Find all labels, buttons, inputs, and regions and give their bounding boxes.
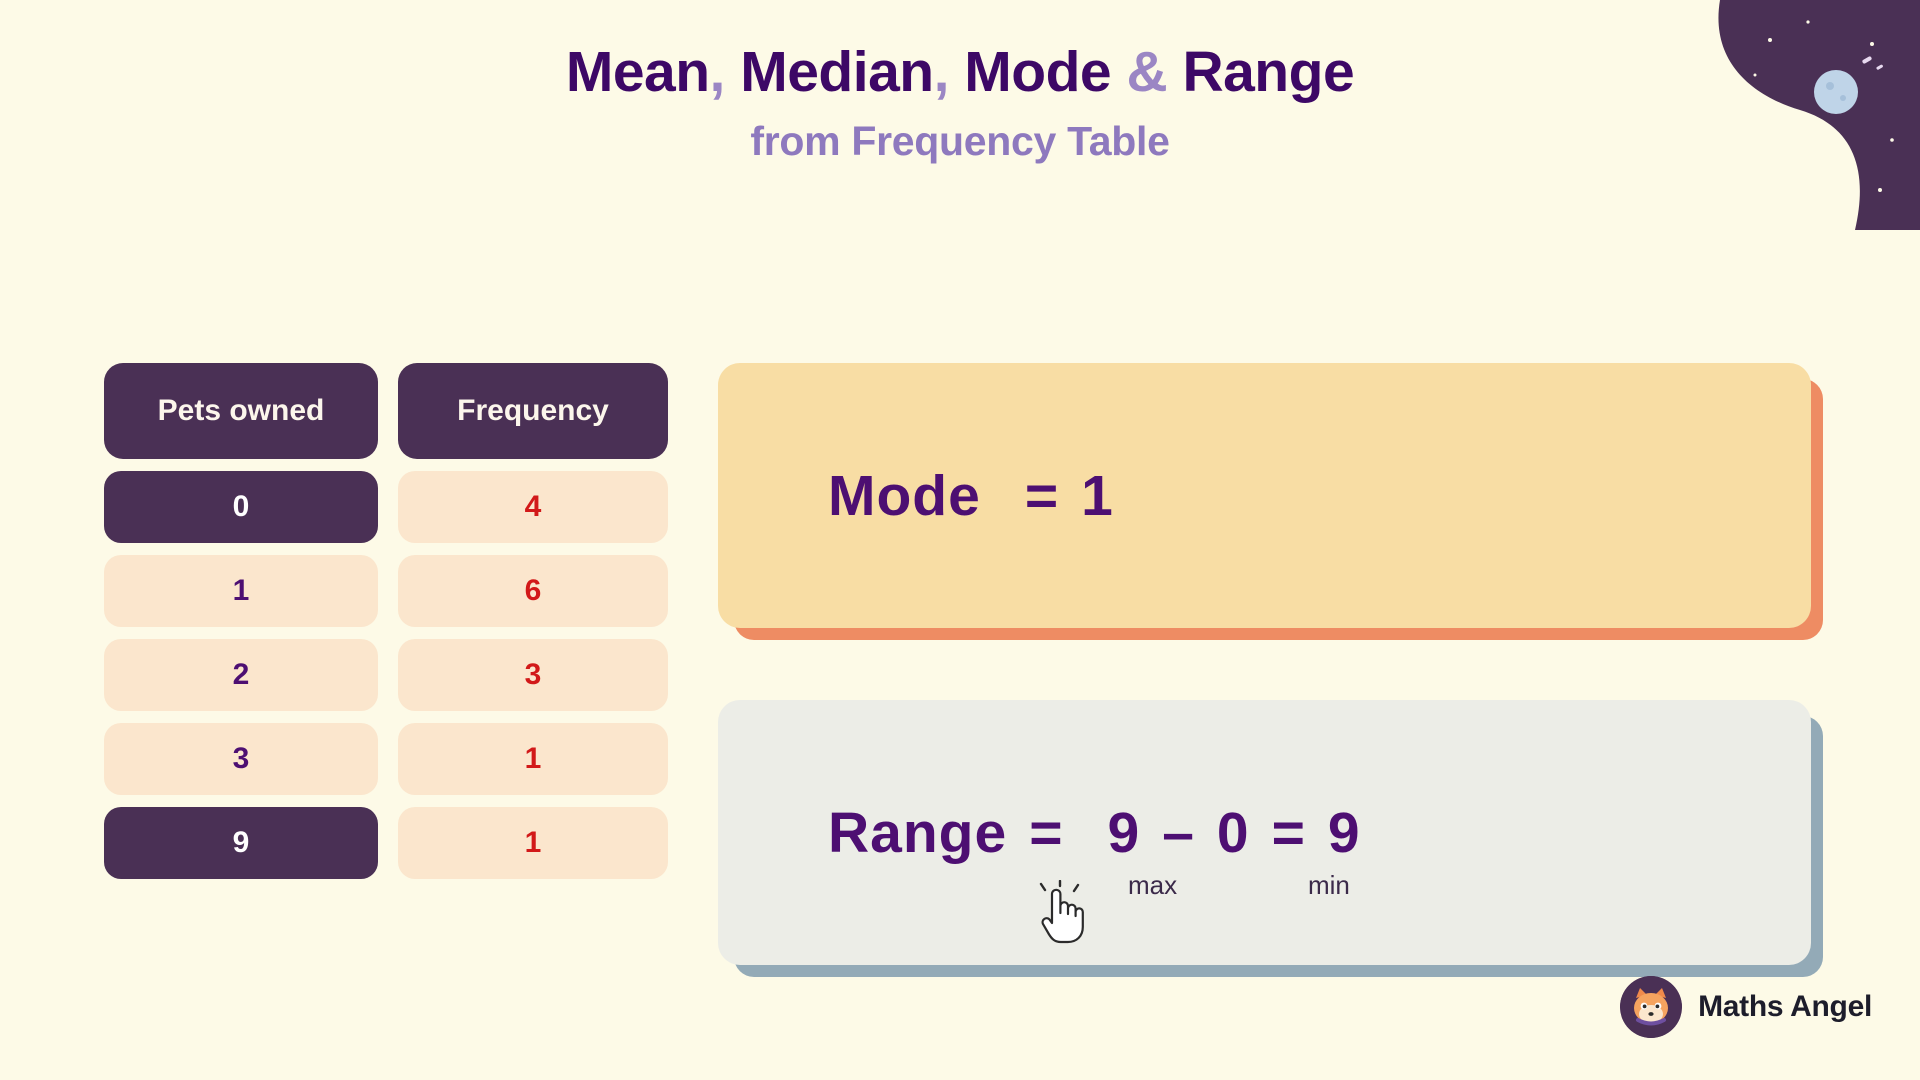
range-result: 9 [1327,800,1361,865]
title-part-mean: Mean [565,40,710,104]
range-minus: – [1162,800,1195,865]
range-equals-1: = [1029,800,1064,865]
mode-label: Mode [828,463,981,528]
mode-value: 1 [1081,463,1114,528]
title-part-mode: Mode [948,40,1127,104]
range-equals-2: = [1271,800,1306,865]
table-row: 3 [398,639,668,711]
annotation-max: max [1128,870,1178,900]
annotation-min: min [1308,870,1350,900]
table-header-pets-owned: Pets owned [104,363,378,459]
table-header-frequency: Frequency [398,363,668,459]
frequency-table: Pets owned 0 1 2 3 9 Frequency 4 6 3 1 1 [104,363,668,879]
table-row: 4 [398,471,668,543]
hand-cursor-icon [1030,879,1090,950]
mode-formula: Mode = 1 [718,463,1114,529]
title-comma-1: , [709,40,726,104]
range-max-value: 9 [1107,800,1141,865]
range-min-value: 0 [1216,800,1250,865]
table-row: 6 [398,555,668,627]
mode-equals: = [1024,463,1060,528]
brand-lockup: Maths Angel [1620,976,1872,1038]
page-subtitle: from Frequency Table [750,117,1170,164]
table-row: 1 [398,723,668,795]
table-row: 1 [398,807,668,879]
table-row: 1 [104,555,378,627]
column-frequency: Frequency 4 6 3 1 1 [398,363,668,879]
title-part-range: Range [1167,40,1355,104]
title-comma-2: , [933,40,950,104]
column-pets-owned: Pets owned 0 1 2 3 9 [104,363,378,879]
title-part-median: Median [724,40,934,104]
range-result-box: Range=9–0=9 [718,700,1811,965]
brand-name: Maths Angel [1698,990,1872,1023]
fox-mascot-icon [1620,976,1683,1038]
page-header: Mean, Median, Mode & Range from Frequenc… [0,40,1920,165]
table-row: 9 [104,807,378,879]
table-row: 2 [104,639,378,711]
table-row: 3 [104,723,378,795]
title-ampersand: & [1126,40,1168,104]
page-title: Mean, Median, Mode & Range [0,40,1920,106]
table-row: 0 [104,471,378,543]
range-label: Range [828,800,1008,865]
mode-result-box: Mode = 1 [718,363,1811,628]
range-formula: Range=9–0=9 [718,800,1361,866]
